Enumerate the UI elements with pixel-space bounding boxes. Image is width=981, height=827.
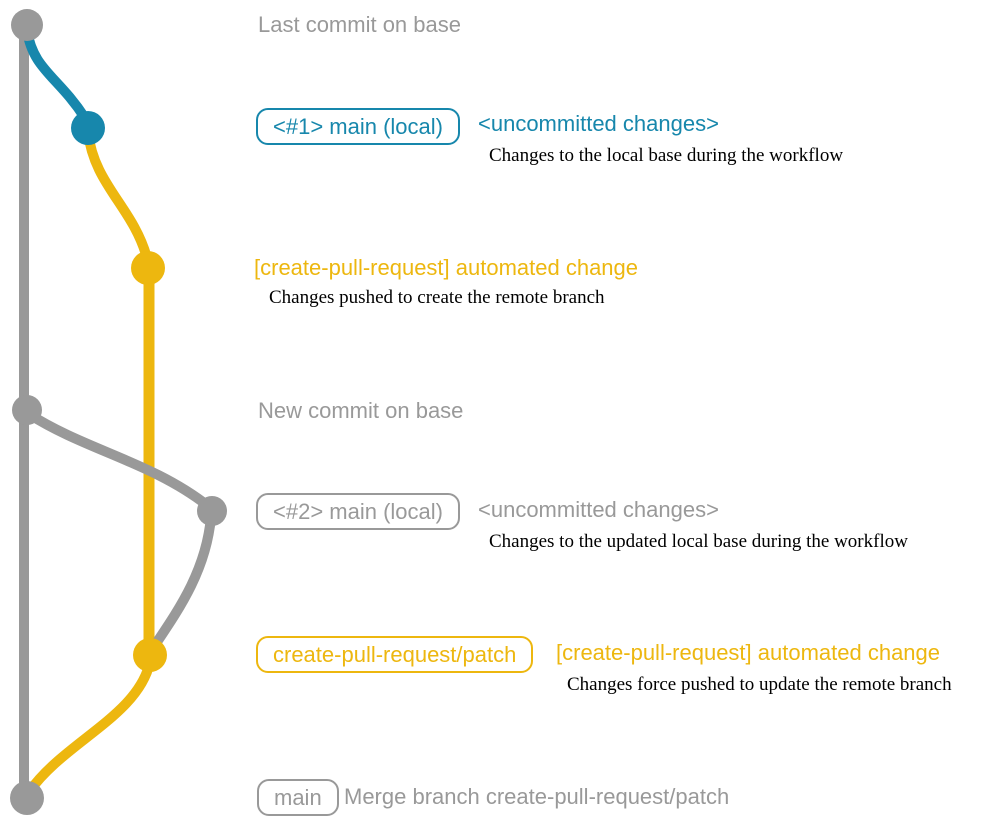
annotation-new-commit: New commit on base [258,398,464,423]
description-commit1: Changes to the local base during the wor… [489,145,844,166]
commit-node-local-main-2 [197,496,227,526]
branch-box-main-local-2: <#2> main (local) [256,493,460,530]
description-commit2: Changes to the updated local base during… [489,531,908,552]
commit-node-last-commit-on-base [11,9,43,41]
status-uncommitted-1: <uncommitted changes> [478,111,719,136]
branch-box-patch: create-pull-request/patch [256,636,534,673]
force-push-edge [148,512,216,653]
description-push2: Changes force pushed to update the remot… [567,674,952,695]
label-automated-change-2: [create-pull-request] automated change [556,640,941,665]
annotation-last-commit: Last commit on base [258,12,461,37]
commit-node-automated-change-2 [133,638,167,672]
commit-node-merge [10,781,44,815]
pushed-branch-edge [83,127,152,263]
commit-node-local-main-1 [71,111,105,145]
commit-node-automated-change-1 [131,251,165,285]
merge-edge [24,657,155,797]
commit-node-new-commit-on-base [12,395,42,425]
label-merge-commit: Merge branch create-pull-request/patch [344,784,730,809]
local-change-edge-1 [22,25,90,123]
label-automated-change-1: [create-pull-request] automated change [254,255,639,280]
branch-box-main: main [257,779,339,816]
description-push1: Changes pushed to create the remote bran… [269,287,605,308]
rebased-local-edge [24,409,213,511]
git-graph [10,9,227,815]
status-uncommitted-2: <uncommitted changes> [478,497,719,522]
branch-box-main-local-1: <#1> main (local) [256,108,460,145]
